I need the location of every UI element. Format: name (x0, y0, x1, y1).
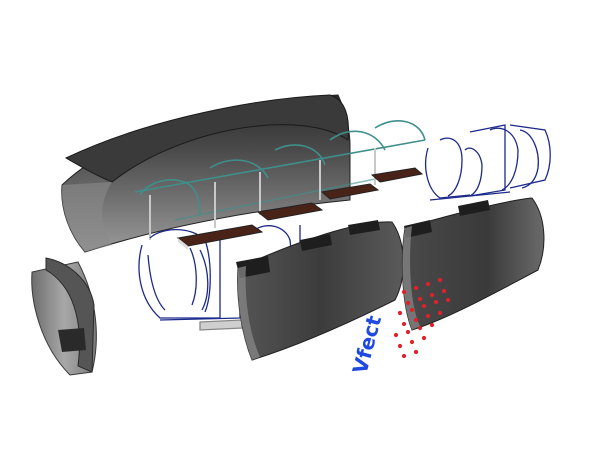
canopy-posts (149, 148, 376, 240)
logo-text: Vfect (348, 313, 387, 377)
display-shelves (176, 167, 424, 250)
side-panel-left (236, 220, 404, 361)
perforation-pattern (393, 277, 451, 359)
glass-canopy (134, 120, 426, 221)
side-panel-right (401, 197, 545, 331)
front-arch-ring (31, 257, 97, 376)
roof-shell (61, 94, 351, 253)
vfect-logo: Vfect (348, 313, 387, 377)
